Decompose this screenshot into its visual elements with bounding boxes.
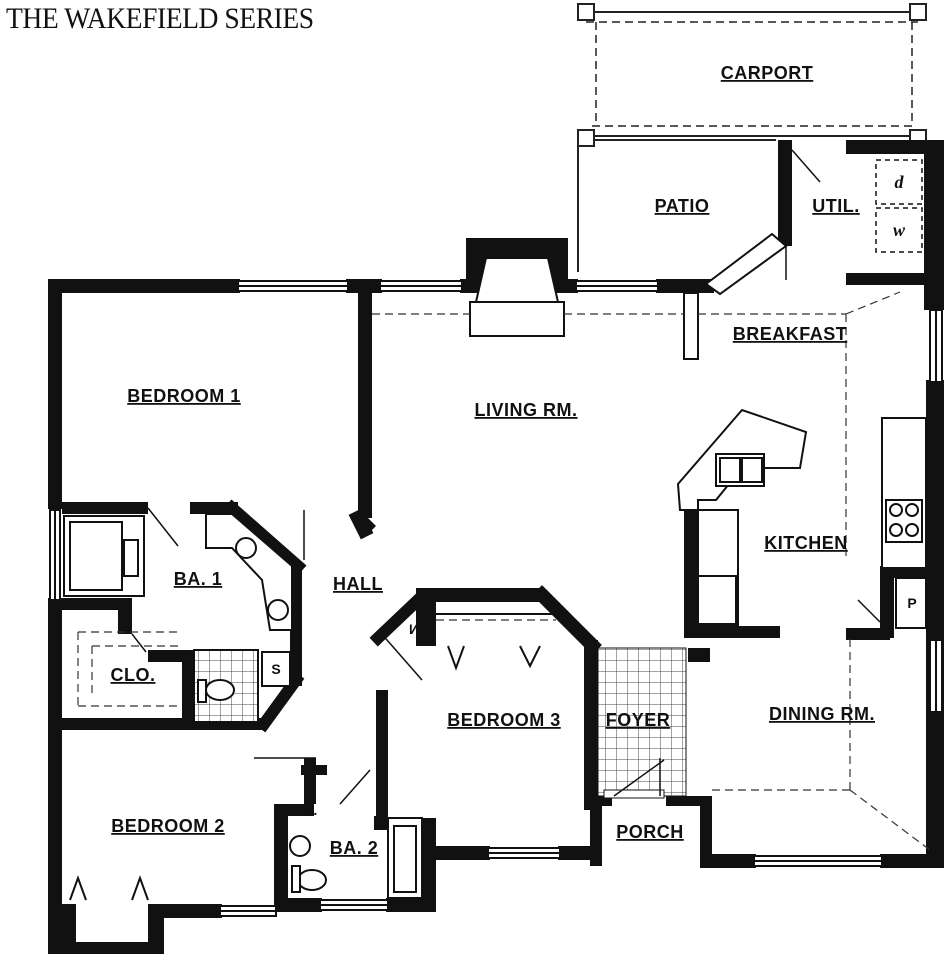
label-bedroom3: BEDROOM 3: [447, 710, 561, 730]
label-closet: CLO.: [111, 665, 156, 685]
fireplace: [469, 257, 565, 337]
label-ba1: BA. 1: [174, 569, 223, 589]
wall-end-marker: [356, 516, 376, 536]
bedroom2-closet: [69, 875, 149, 901]
ba1-fixtures: [63, 513, 293, 723]
label-s: S: [271, 661, 280, 677]
foyer-tile: [597, 647, 687, 797]
carport-outline: [577, 3, 927, 147]
label-bedroom1: BEDROOM 1: [127, 386, 241, 406]
label-kitchen: KITCHEN: [764, 533, 848, 553]
label-carport: CARPORT: [721, 63, 814, 83]
label-porch: PORCH: [616, 822, 684, 842]
walls: [48, 140, 944, 954]
label-ba2: BA. 2: [330, 838, 379, 858]
label-hall-linen: И: [409, 621, 419, 637]
label-dining-room: DINING RM.: [769, 704, 875, 724]
ba2-fixtures: [289, 817, 423, 899]
patio-outline: [577, 139, 776, 272]
washer-dryer: [875, 159, 923, 253]
label-foyer: FOYER: [606, 710, 671, 730]
windows: [49, 232, 943, 917]
label-patio: PATIO: [655, 196, 710, 216]
door-swings: [131, 149, 881, 805]
ceiling-lines: [77, 291, 931, 851]
foyer-entry: [603, 789, 665, 799]
label-washer: w: [893, 220, 906, 240]
label-linen: LIN.: [291, 802, 317, 818]
label-breakfast: BREAKFAST: [733, 324, 848, 344]
label-bedroom2: BEDROOM 2: [111, 816, 225, 836]
label-living-room: LIVING RM.: [475, 400, 578, 420]
plan-title: THE WAKEFIELD SERIES: [6, 2, 314, 35]
kitchen-counters: [676, 408, 927, 629]
label-util: UTIL.: [812, 196, 860, 216]
label-dryer: d: [895, 172, 905, 192]
label-hall: HALL: [333, 574, 383, 594]
label-pantry: P: [907, 595, 916, 611]
bedroom3-closet: [430, 613, 560, 671]
